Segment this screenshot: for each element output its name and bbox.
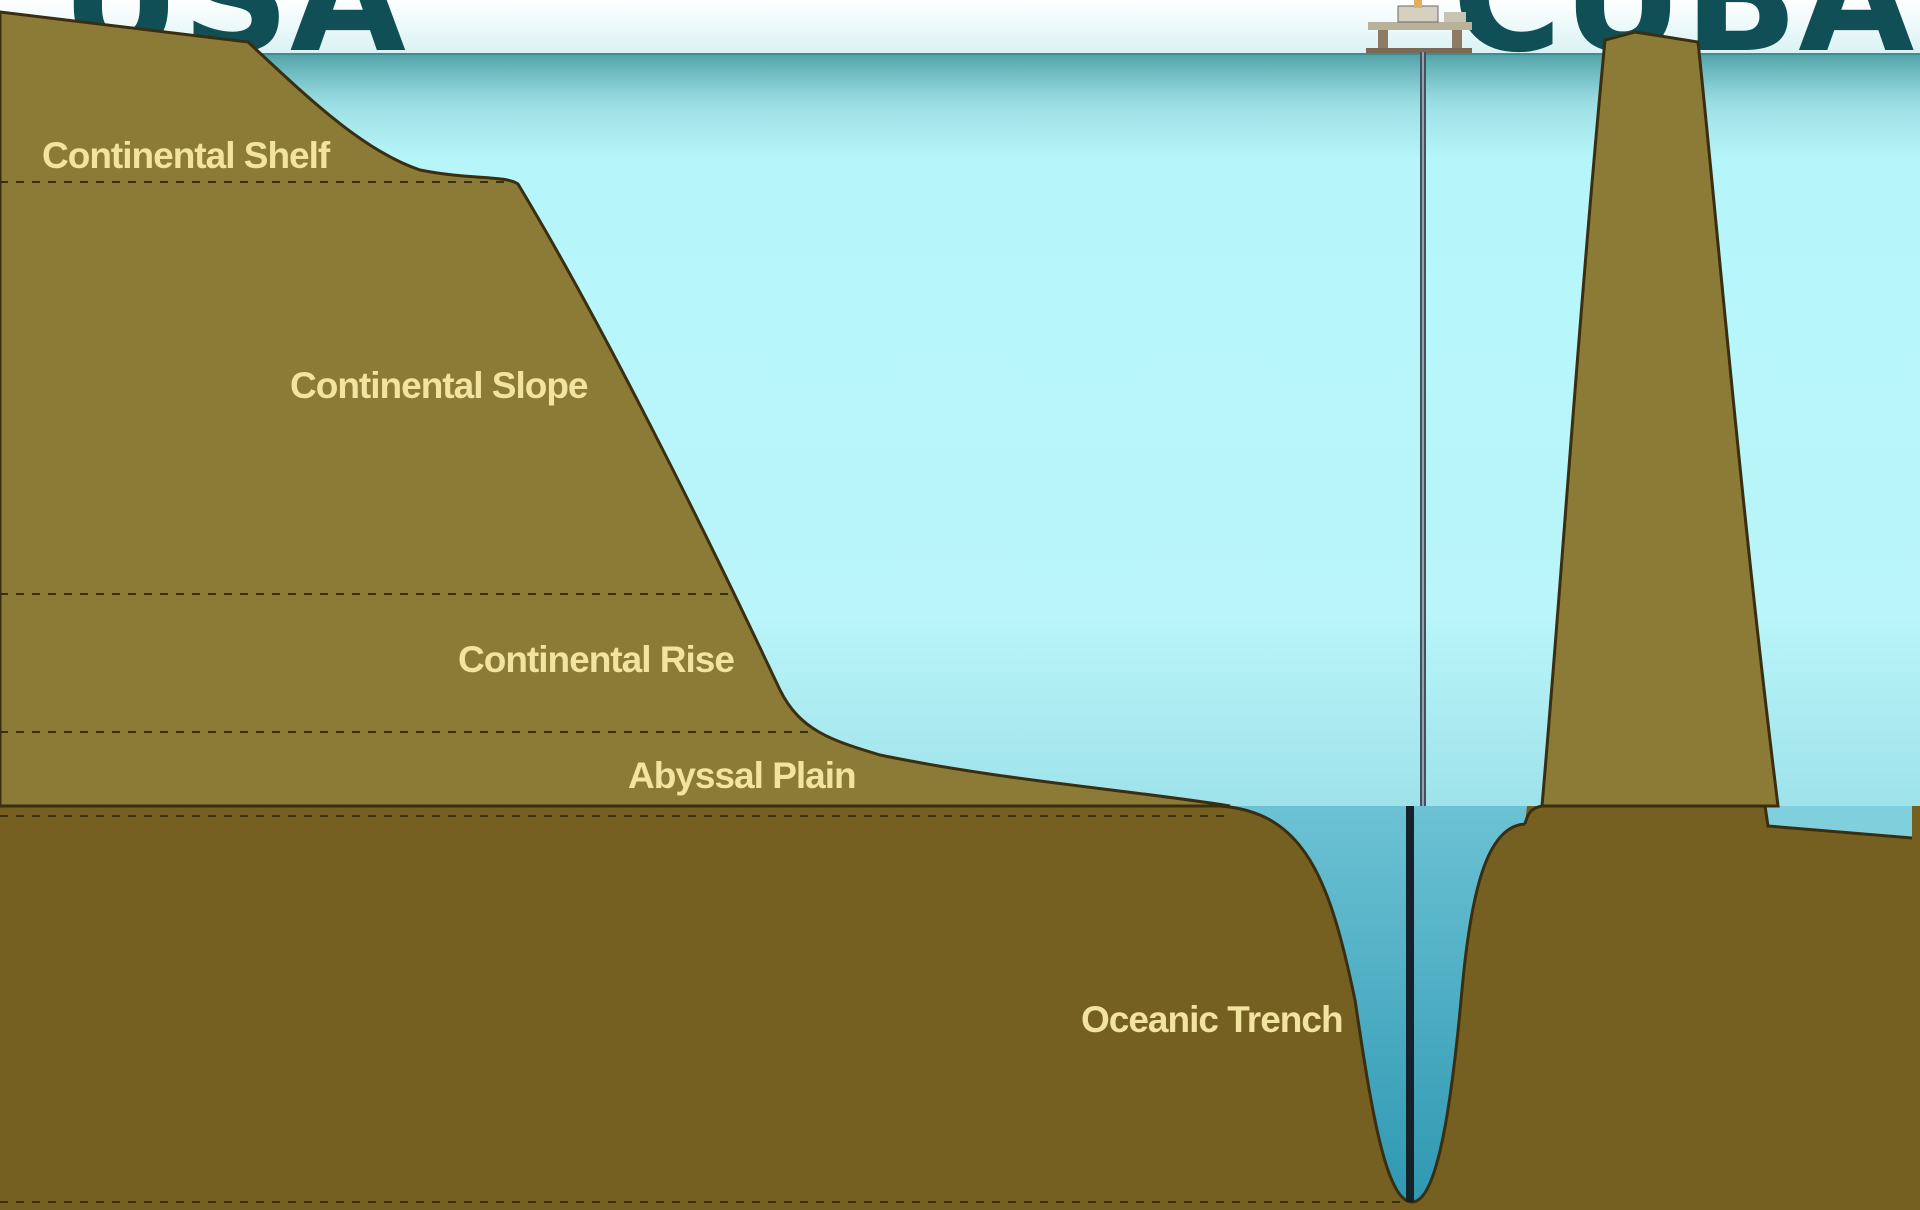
zone-label-slope: Continental Slope: [290, 365, 588, 406]
zone-label-trench: Oceanic Trench: [1081, 999, 1343, 1040]
zone-label-rise: Continental Rise: [458, 639, 734, 680]
zone-label-shelf: Continental Shelf: [42, 135, 331, 176]
zone-label-abyssal: Abyssal Plain: [628, 755, 856, 796]
lower-crust: [0, 806, 1920, 1210]
